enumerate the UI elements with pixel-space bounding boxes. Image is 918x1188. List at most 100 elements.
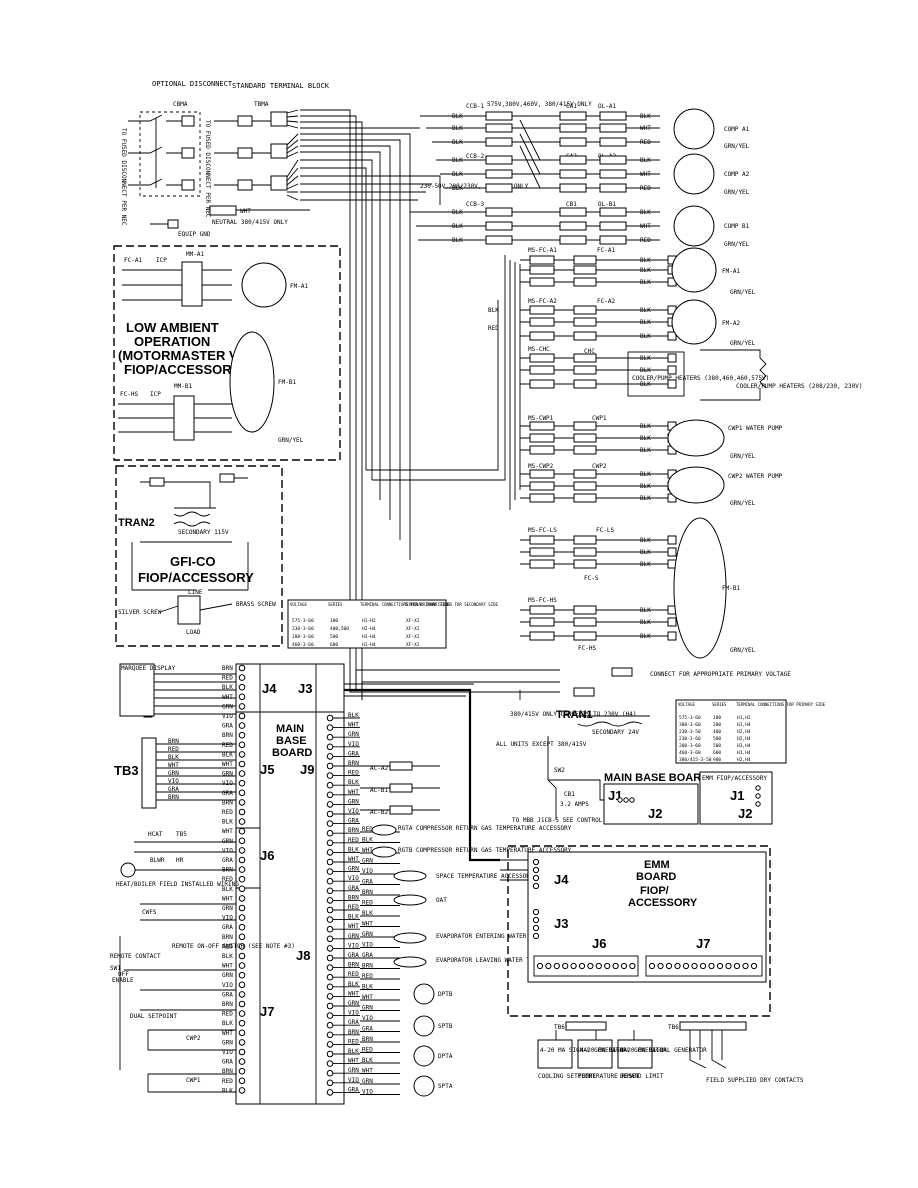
fan-bus-vert [509, 260, 521, 510]
mbb-pin [238, 1010, 246, 1017]
mbb-wire-color: WHT [222, 761, 233, 768]
mbb-pin [238, 962, 246, 969]
fan-contact [529, 535, 555, 545]
wire-color-label: BLK [640, 319, 651, 326]
fm-a1-label: FM-A1 [722, 268, 740, 275]
mbb-pin [326, 820, 334, 827]
mbb-wire-color: GRN [222, 905, 233, 912]
terminal-strip [559, 183, 587, 193]
mbb-pin [326, 733, 334, 741]
tbma-label: TBMA [254, 101, 269, 108]
sensor-wire-color: BLK [362, 837, 373, 844]
fan-contact [573, 433, 597, 443]
sensor-wire-color: WHT [362, 1068, 373, 1075]
fan-contact [573, 469, 597, 479]
fan-contact [573, 265, 597, 275]
mbb-wire-color: BLK [222, 819, 233, 826]
emm-j6-pin [620, 962, 628, 970]
wire-color-label: BLK [640, 209, 651, 216]
mbb-pin [238, 751, 246, 758]
wire-color-label: BLK [452, 209, 463, 216]
mbb-pin [238, 866, 246, 873]
mbb-j8-label: J8 [296, 948, 310, 963]
terminal-strip [485, 111, 513, 121]
wire-color-label: BLK [640, 471, 651, 478]
sensor-wire-color: GRN [362, 1078, 373, 1085]
tran1-secondary: SECONDARY 24V [592, 729, 639, 736]
fan-contact [573, 617, 597, 627]
vt2-cell: H1,H4 [737, 722, 751, 728]
emm-j7-pin [691, 962, 698, 970]
terminal-strip [599, 111, 627, 121]
wire-color-label: BLK [640, 267, 651, 274]
fm-a1-low-motor [241, 262, 287, 308]
motor-terminal [667, 617, 677, 627]
vt1-header: TERMINAL CONNECTIONS FOR PRIMARY SIDE [360, 602, 450, 607]
fc-a1-label: FC-A1 [597, 247, 615, 254]
mbb-pin [326, 983, 334, 991]
terminal-strip [559, 169, 587, 179]
gfi-load-label: LOAD [186, 629, 201, 636]
vt1-cell: H1-H4 [362, 642, 376, 648]
mbb-wire-color: BLK [222, 684, 233, 691]
vt2-cell: H3,H4 [737, 743, 751, 749]
vt2-cell: 575-3-60 [679, 715, 701, 721]
vt2-cell: 460-3-60 [679, 750, 701, 756]
mbb-j7-label: J7 [260, 1004, 274, 1019]
emm-j3-label: J3 [554, 916, 568, 931]
sensor-wire-color: BRN [362, 889, 373, 896]
mbb-pin [326, 791, 334, 799]
emm-j4-pin [532, 858, 540, 866]
sensor-wire-color: WHT [362, 847, 373, 854]
mbb-pin [326, 906, 334, 914]
tb3-label: TB3 [114, 763, 139, 778]
mbb-pin [326, 714, 334, 722]
mbb-j6-label: J6 [260, 848, 274, 863]
mbb-j4-label: J4 [262, 681, 277, 696]
mbb-pin [238, 1019, 246, 1027]
vt1-header: VOLTAGE [290, 602, 307, 607]
gfi-fuse-1 [149, 477, 165, 487]
mbb-pin [326, 753, 334, 760]
terminal-strip [559, 221, 587, 231]
vt2-cell: 200 [713, 722, 721, 728]
mbb-pin [326, 839, 334, 847]
fm-b1-low-label: FM-B1 [278, 379, 296, 386]
comp-a1-label: COMP A1 [724, 126, 750, 133]
terminal-strip [485, 235, 513, 245]
mbb-pin [238, 856, 246, 864]
mbb-j3-label: J3 [298, 681, 312, 696]
emm-j1-pin [755, 801, 761, 807]
mbb-wire-color: RED [222, 943, 233, 950]
tbma-out-2 [270, 143, 288, 159]
emm-j7-label: J7 [696, 936, 710, 951]
fan-contact [529, 379, 555, 389]
equip-gnd-label: EQUIP GND [178, 231, 211, 238]
mbb-wire-color: WHT [222, 963, 233, 970]
sensor-wire-color: RED [362, 900, 373, 907]
mbb-wire-color: BRN [348, 1029, 359, 1036]
fan-contact [529, 493, 555, 503]
wire-color-label: BLK [640, 307, 651, 314]
emm-j7-pin [665, 962, 673, 970]
low-ambient-title-4: FIOP/ACCESSORY [124, 362, 240, 377]
emm-j6-pin [570, 962, 577, 970]
cwp1-pump [667, 419, 725, 457]
fan-contact [573, 365, 597, 375]
vt2-cell: 500 [713, 736, 721, 742]
mbb-wire-color: RED [222, 675, 233, 682]
mbb-wire-color: BLK [222, 751, 233, 758]
emm-fiop-label: EMM FIOP/ACCESSORY [702, 775, 767, 782]
low-ambient-title-1: LOW AMBIENT [126, 320, 219, 335]
fc-hs-label: FC-HS [578, 645, 596, 652]
mbb-pin [326, 858, 334, 866]
wire-color-label: BLK [640, 355, 651, 362]
wire-color-label: BLK [640, 435, 651, 442]
vt2-cell: 208-3-60 [679, 743, 701, 749]
mbb-wire-color: GRA [222, 790, 233, 797]
fm-a2-gnd: GRN/YEL [730, 340, 756, 347]
cwp1-gnd: GRN/YEL [730, 453, 756, 460]
rgta-label: RGTA COMPRESSOR RETURN GAS TEMPERATURE A… [398, 825, 572, 832]
vt2-cell: 380-3-60 [679, 722, 701, 728]
